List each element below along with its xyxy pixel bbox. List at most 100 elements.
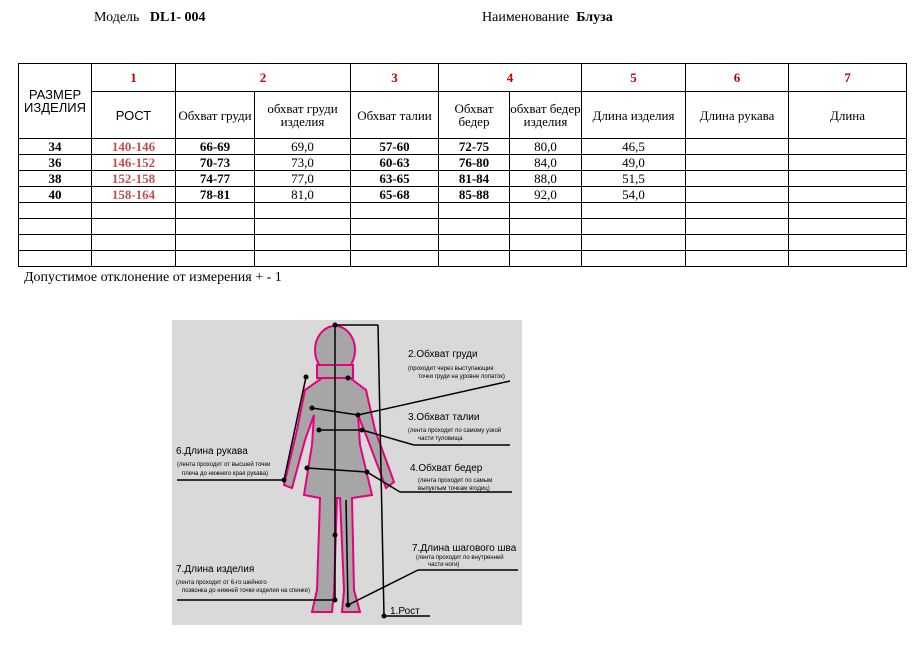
table-cell: 140-146 bbox=[91, 138, 176, 155]
chest-desc-2: точки груди на уровне лопаток) bbox=[418, 374, 505, 380]
group-number: 6 bbox=[685, 63, 789, 92]
table-cell bbox=[509, 250, 582, 267]
table-cell: 84,0 bbox=[509, 154, 582, 171]
empty-row bbox=[18, 234, 907, 251]
table-cell: 49,0 bbox=[581, 154, 686, 171]
table-cell: 92,0 bbox=[509, 186, 582, 203]
table-cell bbox=[509, 234, 582, 251]
table-cell: 74-77 bbox=[175, 170, 255, 187]
col-header: обхват бедер изделия bbox=[509, 91, 582, 139]
table-cell bbox=[685, 250, 789, 267]
hips-desc-1: (лента проходит по самым bbox=[418, 478, 492, 484]
group-number: 7 bbox=[788, 63, 907, 92]
col-header: Обхват бедер bbox=[438, 91, 510, 139]
table-cell: 77,0 bbox=[254, 170, 351, 187]
empty-row bbox=[18, 218, 907, 235]
table-cell bbox=[788, 186, 907, 203]
measurement-figure: 2.Обхват груди (проходит через выступающ… bbox=[172, 320, 522, 625]
table-cell: 63-65 bbox=[350, 170, 439, 187]
table-cell: 70-73 bbox=[175, 154, 255, 171]
table-cell bbox=[581, 234, 686, 251]
table-cell bbox=[175, 218, 255, 235]
length-desc-1: (лента проходит от 6-го шейного bbox=[176, 579, 267, 586]
table-cell: 76-80 bbox=[438, 154, 510, 171]
table-cell bbox=[438, 250, 510, 267]
table-cell: 40 bbox=[18, 186, 92, 203]
table-cell: 51,5 bbox=[581, 170, 686, 187]
table-cell: 80,0 bbox=[509, 138, 582, 155]
table-cell bbox=[788, 202, 907, 219]
sleeve-title: 6.Длина рукава bbox=[176, 446, 248, 457]
table-cell bbox=[788, 234, 907, 251]
table-cell: 69,0 bbox=[254, 138, 351, 155]
table-cell bbox=[91, 202, 176, 219]
hips-desc-2: выпуклым точкам ягодиц) bbox=[418, 486, 490, 492]
table-cell bbox=[438, 218, 510, 235]
empty-row bbox=[18, 202, 907, 219]
table-cell bbox=[254, 202, 351, 219]
model-value: DL1- 004 bbox=[149, 10, 206, 25]
group-number: 2 bbox=[175, 63, 351, 92]
table-cell bbox=[788, 250, 907, 267]
table-cell bbox=[350, 218, 439, 235]
table-cell: 46,5 bbox=[581, 138, 686, 155]
table-cell bbox=[788, 170, 907, 187]
table-cell: 57-60 bbox=[350, 138, 439, 155]
col-header: Обхват груди bbox=[175, 91, 255, 139]
table-cell bbox=[18, 234, 92, 251]
table-cell bbox=[509, 202, 582, 219]
chest-title: 2.Обхват груди bbox=[408, 348, 478, 360]
inseam-desc-1: (лента проходит по внутренней bbox=[416, 554, 504, 561]
table-cell: 66-69 bbox=[175, 138, 255, 155]
col-header: РОСТ bbox=[91, 91, 176, 139]
table-cell bbox=[175, 250, 255, 267]
table-cell: 78-81 bbox=[175, 186, 255, 203]
table-cell bbox=[509, 218, 582, 235]
length-desc-2: позвонка до нижней точки изделия на спин… bbox=[182, 587, 310, 594]
chest-desc-1: (проходит через выступающие bbox=[408, 366, 494, 372]
table-cell bbox=[175, 202, 255, 219]
col-header: Обхват талии bbox=[350, 91, 439, 139]
waist-desc-2: части туловища bbox=[418, 436, 463, 442]
model-header: Модель DL1- 004 bbox=[94, 10, 206, 26]
table-cell: 85-88 bbox=[438, 186, 510, 203]
model-label: Модель bbox=[94, 10, 140, 25]
table-cell: 146-152 bbox=[91, 154, 176, 171]
table-cell bbox=[685, 138, 789, 155]
table-cell bbox=[438, 234, 510, 251]
table-cell bbox=[91, 234, 176, 251]
table-cell bbox=[685, 170, 789, 187]
name-value: Блуза bbox=[576, 10, 613, 25]
table-cell bbox=[438, 202, 510, 219]
table-cell bbox=[254, 218, 351, 235]
table-cell: 34 bbox=[18, 138, 92, 155]
group-number: 1 bbox=[91, 63, 176, 92]
inseam-desc-2: части ноги) bbox=[428, 562, 459, 568]
table-cell: 54,0 bbox=[581, 186, 686, 203]
table-cell bbox=[788, 138, 907, 155]
group-number: 3 bbox=[350, 63, 439, 92]
table-cell bbox=[18, 218, 92, 235]
table-cell bbox=[350, 202, 439, 219]
col-header: Длина рукава bbox=[685, 91, 789, 139]
table-cell: 36 bbox=[18, 154, 92, 171]
table-cell: 65-68 bbox=[350, 186, 439, 203]
hips-title: 4.Обхват бедер bbox=[410, 462, 483, 474]
table-cell bbox=[685, 234, 789, 251]
table-cell bbox=[254, 250, 351, 267]
table-cell bbox=[350, 250, 439, 267]
col-header: Длина изделия bbox=[581, 91, 686, 139]
empty-row bbox=[18, 250, 907, 267]
table-cell bbox=[685, 154, 789, 171]
table-cell bbox=[581, 218, 686, 235]
table-cell bbox=[254, 234, 351, 251]
table-cell bbox=[685, 218, 789, 235]
tolerance-note: Допустимое отклонение от измерения + - 1 bbox=[24, 270, 282, 285]
table-cell bbox=[350, 234, 439, 251]
table-cell bbox=[18, 202, 92, 219]
waist-desc-1: (лента проходит по самому узкой bbox=[408, 427, 501, 434]
